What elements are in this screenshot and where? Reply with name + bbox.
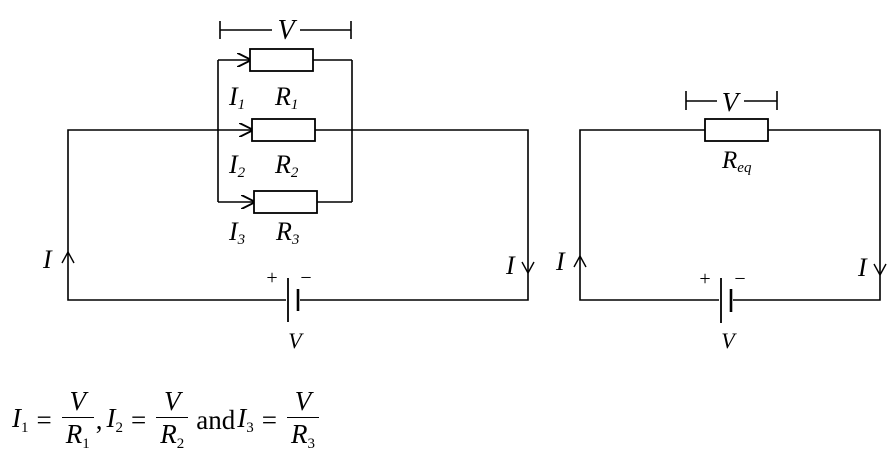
formula-separator-1: , — [95, 404, 103, 435]
formula-i3: I3 — [237, 403, 254, 436]
resistor-label-r1: R1 — [274, 82, 298, 113]
resistor-label-req: Req — [721, 147, 752, 176]
resistor-r3 — [253, 190, 318, 214]
equivalent-circuit: V Req I I + − V — [555, 87, 887, 353]
current-label-i3: I3 — [228, 217, 245, 248]
formula-conjunction: and — [196, 404, 236, 435]
formula-fraction-1: V R1 — [61, 387, 94, 453]
eq-current-arrow-up-icon — [573, 254, 587, 268]
main-wire-right — [298, 129, 529, 301]
eq-wire-right — [732, 129, 881, 301]
battery-label: V — [288, 328, 304, 353]
formula-equals-3: = — [261, 404, 277, 435]
eq-battery-label: V — [721, 328, 737, 353]
resistor-label-r2: R2 — [274, 150, 299, 181]
formula-equals-1: = — [36, 404, 52, 435]
eq-battery-minus: − — [734, 268, 745, 290]
eq-battery-plus: + — [699, 268, 710, 290]
battery-icon — [286, 276, 300, 324]
current-arrow-down-icon — [521, 261, 535, 275]
current-label-i2: I2 — [228, 150, 246, 181]
battery-plus: + — [266, 267, 277, 289]
eq-voltmeter-label: V — [722, 87, 742, 117]
total-current-right: I — [505, 251, 516, 280]
eq-current-arrow-down-icon — [873, 263, 887, 277]
resistor-r2 — [251, 118, 316, 142]
voltmeter-bracket — [219, 21, 352, 39]
formula-i2: I2 — [106, 403, 123, 436]
resistor-r1 — [249, 48, 314, 72]
ohms-law-formula: I1 = V R1 , I2 = V R2 and I3 = V R3 — [12, 380, 321, 460]
resistor-req — [704, 118, 769, 142]
current-label-i1: I1 — [228, 82, 245, 113]
formula-i1: I1 — [12, 403, 29, 436]
main-wire-left — [67, 129, 287, 301]
voltmeter-label: V — [277, 15, 297, 46]
battery-minus: − — [300, 267, 311, 289]
eq-total-current-right: I — [857, 253, 868, 282]
diagram-canvas: V I1 R1 I2 R2 I3 R3 I I + − V — [42, 15, 887, 353]
eq-wire-left — [579, 129, 720, 301]
formula-fraction-2: V R2 — [156, 387, 189, 453]
eq-total-current-left: I — [555, 247, 566, 276]
eq-voltmeter-bracket — [685, 91, 778, 110]
resistor-label-r3: R3 — [275, 217, 299, 248]
formula-equals-2: = — [130, 404, 147, 435]
total-current-left: I — [42, 245, 53, 274]
eq-battery-icon — [719, 276, 733, 326]
current-arrow-up-icon — [61, 250, 75, 264]
parallel-circuit: V I1 R1 I2 R2 I3 R3 I I + − V — [42, 15, 535, 353]
formula-fraction-3: V R3 — [286, 387, 319, 453]
